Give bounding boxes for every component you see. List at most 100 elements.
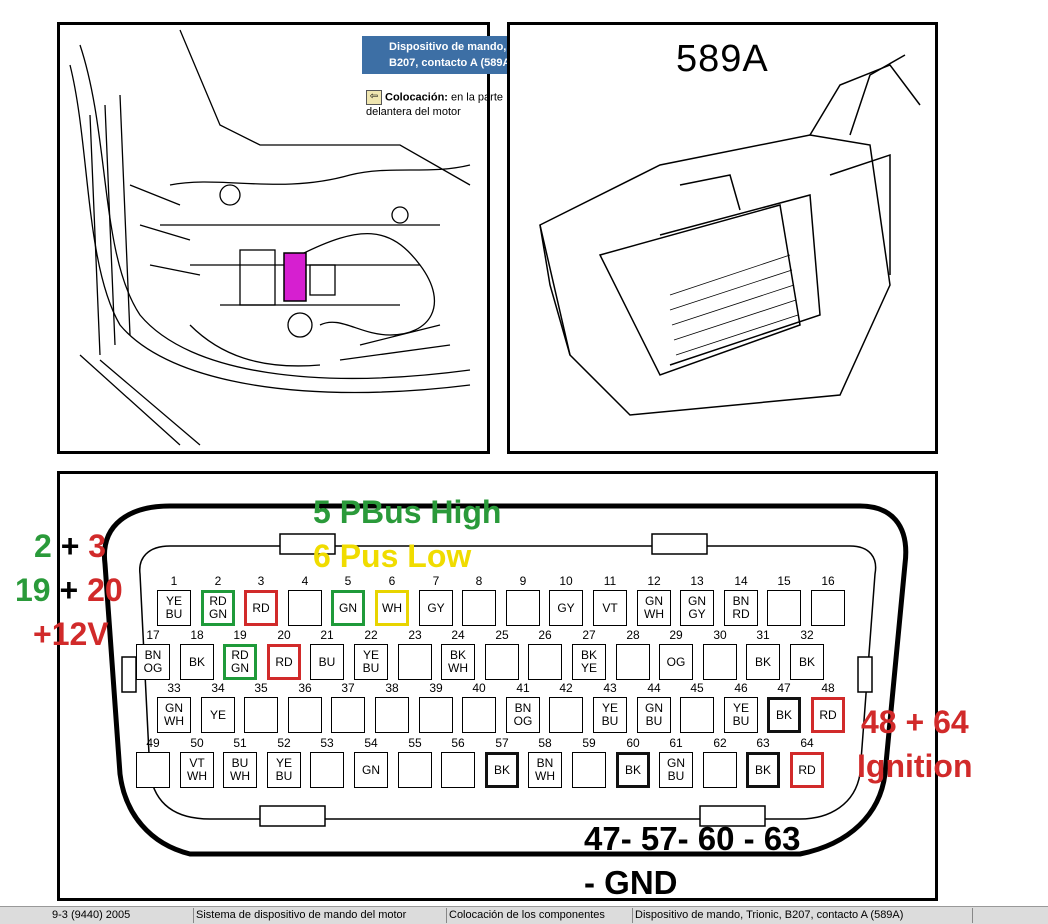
pin-34: YE	[201, 697, 235, 733]
pin-number: 54	[364, 736, 378, 750]
pin-number: 8	[475, 574, 483, 588]
pin-number: 36	[298, 681, 312, 695]
pbus-low-annotation: 6 Pus Low	[313, 538, 472, 574]
pin-number: 60	[626, 736, 640, 750]
pin-26	[528, 644, 562, 680]
pin-8	[462, 590, 496, 626]
pin-number: 5	[344, 574, 352, 588]
pin-29: OG	[659, 644, 693, 680]
pin-number: 52	[277, 736, 291, 750]
pin-46: YE BU	[724, 697, 758, 733]
pin-2: RD GN	[201, 590, 235, 626]
pin-58: BN WH	[528, 752, 562, 788]
pin-number: 49	[146, 736, 160, 750]
pin-number: 9	[519, 574, 527, 588]
pin-number: 55	[408, 736, 422, 750]
pin-47: BK	[767, 697, 801, 733]
pin-5: GN	[331, 590, 365, 626]
pin-number: 47	[777, 681, 791, 695]
pin-42	[549, 697, 583, 733]
pinout-panel	[57, 471, 938, 901]
pin-53	[310, 752, 344, 788]
pin-number: 56	[451, 736, 465, 750]
back-arrow-icon[interactable]: ⇦	[366, 90, 382, 105]
pin-18: BK	[180, 644, 214, 680]
pin-56	[441, 752, 475, 788]
pin-number: 51	[233, 736, 247, 750]
engine-bay-drawing	[69, 29, 471, 446]
ground-label: - GND	[584, 864, 678, 901]
pin-63: BK	[746, 752, 780, 788]
pin-30	[703, 644, 737, 680]
pin-number: 15	[777, 574, 791, 588]
status-system: Sistema de dispositivo de mando del moto…	[196, 909, 407, 921]
tooltip-title-line2: B207, contacto A (589A)	[389, 57, 515, 69]
pin-number: 3	[257, 574, 265, 588]
pin-38	[375, 697, 409, 733]
pin-number: 13	[690, 574, 704, 588]
pin-number: 24	[451, 628, 465, 642]
pin-number: 63	[756, 736, 770, 750]
pin-number: 58	[538, 736, 552, 750]
pin-number: 35	[254, 681, 268, 695]
status-bar: 9-3 (9440) 2005 Sistema de dispositivo d…	[0, 906, 1048, 924]
pin-number: 6	[388, 574, 396, 588]
engine-bay-illustration-panel	[57, 22, 490, 454]
pin-11: VT	[593, 590, 627, 626]
pin-number: 1	[170, 574, 178, 588]
annotation-pins-2-3: 2 + 3	[34, 528, 106, 565]
pin-number: 10	[559, 574, 573, 588]
pin-61: GN BU	[659, 752, 693, 788]
pin-number: 14	[734, 574, 748, 588]
pin-number: 29	[669, 628, 683, 642]
pin-16	[811, 590, 845, 626]
pin-50: VT WH	[180, 752, 214, 788]
pin-number: 37	[341, 681, 355, 695]
pin-15	[767, 590, 801, 626]
pin-number: 26	[538, 628, 552, 642]
pin-4	[288, 590, 322, 626]
pin-19: RD GN	[223, 644, 257, 680]
pin-number: 22	[364, 628, 378, 642]
pin-number: 28	[626, 628, 640, 642]
annotation-pin-2: 2	[34, 528, 52, 564]
annotation-pins-19-20: 19 + 20	[15, 572, 123, 609]
pin-40	[462, 697, 496, 733]
ground-pins-annotation: 47- 57- 60 - 63	[584, 820, 801, 857]
pin-number: 62	[713, 736, 727, 750]
annotation-pin-20: 20	[87, 572, 123, 608]
pin-48: RD	[811, 697, 845, 733]
pin-44: GN BU	[637, 697, 671, 733]
ignition-label: Ignition	[857, 748, 973, 784]
pin-6: WH	[375, 590, 409, 626]
pin-number: 44	[647, 681, 661, 695]
pin-number: 32	[800, 628, 814, 642]
pin-number: 48	[821, 681, 835, 695]
pin-28	[616, 644, 650, 680]
ignition-pins-annotation: 48 + 64	[861, 704, 969, 740]
connector-drawing	[539, 54, 921, 416]
pin-21: BU	[310, 644, 344, 680]
pin-45	[680, 697, 714, 733]
pin-14: BN RD	[724, 590, 758, 626]
pin-number: 53	[320, 736, 334, 750]
pin-33: GN WH	[157, 697, 191, 733]
pin-55	[398, 752, 432, 788]
pin-number: 38	[385, 681, 399, 695]
pin-59	[572, 752, 606, 788]
pin-number: 11	[603, 574, 617, 588]
pin-7: GY	[419, 590, 453, 626]
pin-13: GN GY	[680, 590, 714, 626]
connector-outline	[101, 503, 909, 857]
pin-number: 23	[408, 628, 422, 642]
pin-number: 61	[669, 736, 683, 750]
pin-3: RD	[244, 590, 278, 626]
pin-number: 39	[429, 681, 443, 695]
pin-51: BU WH	[223, 752, 257, 788]
pin-9	[506, 590, 540, 626]
pin-39	[419, 697, 453, 733]
pin-number: 18	[190, 628, 204, 642]
pin-number: 40	[472, 681, 486, 695]
pin-49	[136, 752, 170, 788]
pin-number: 42	[559, 681, 573, 695]
